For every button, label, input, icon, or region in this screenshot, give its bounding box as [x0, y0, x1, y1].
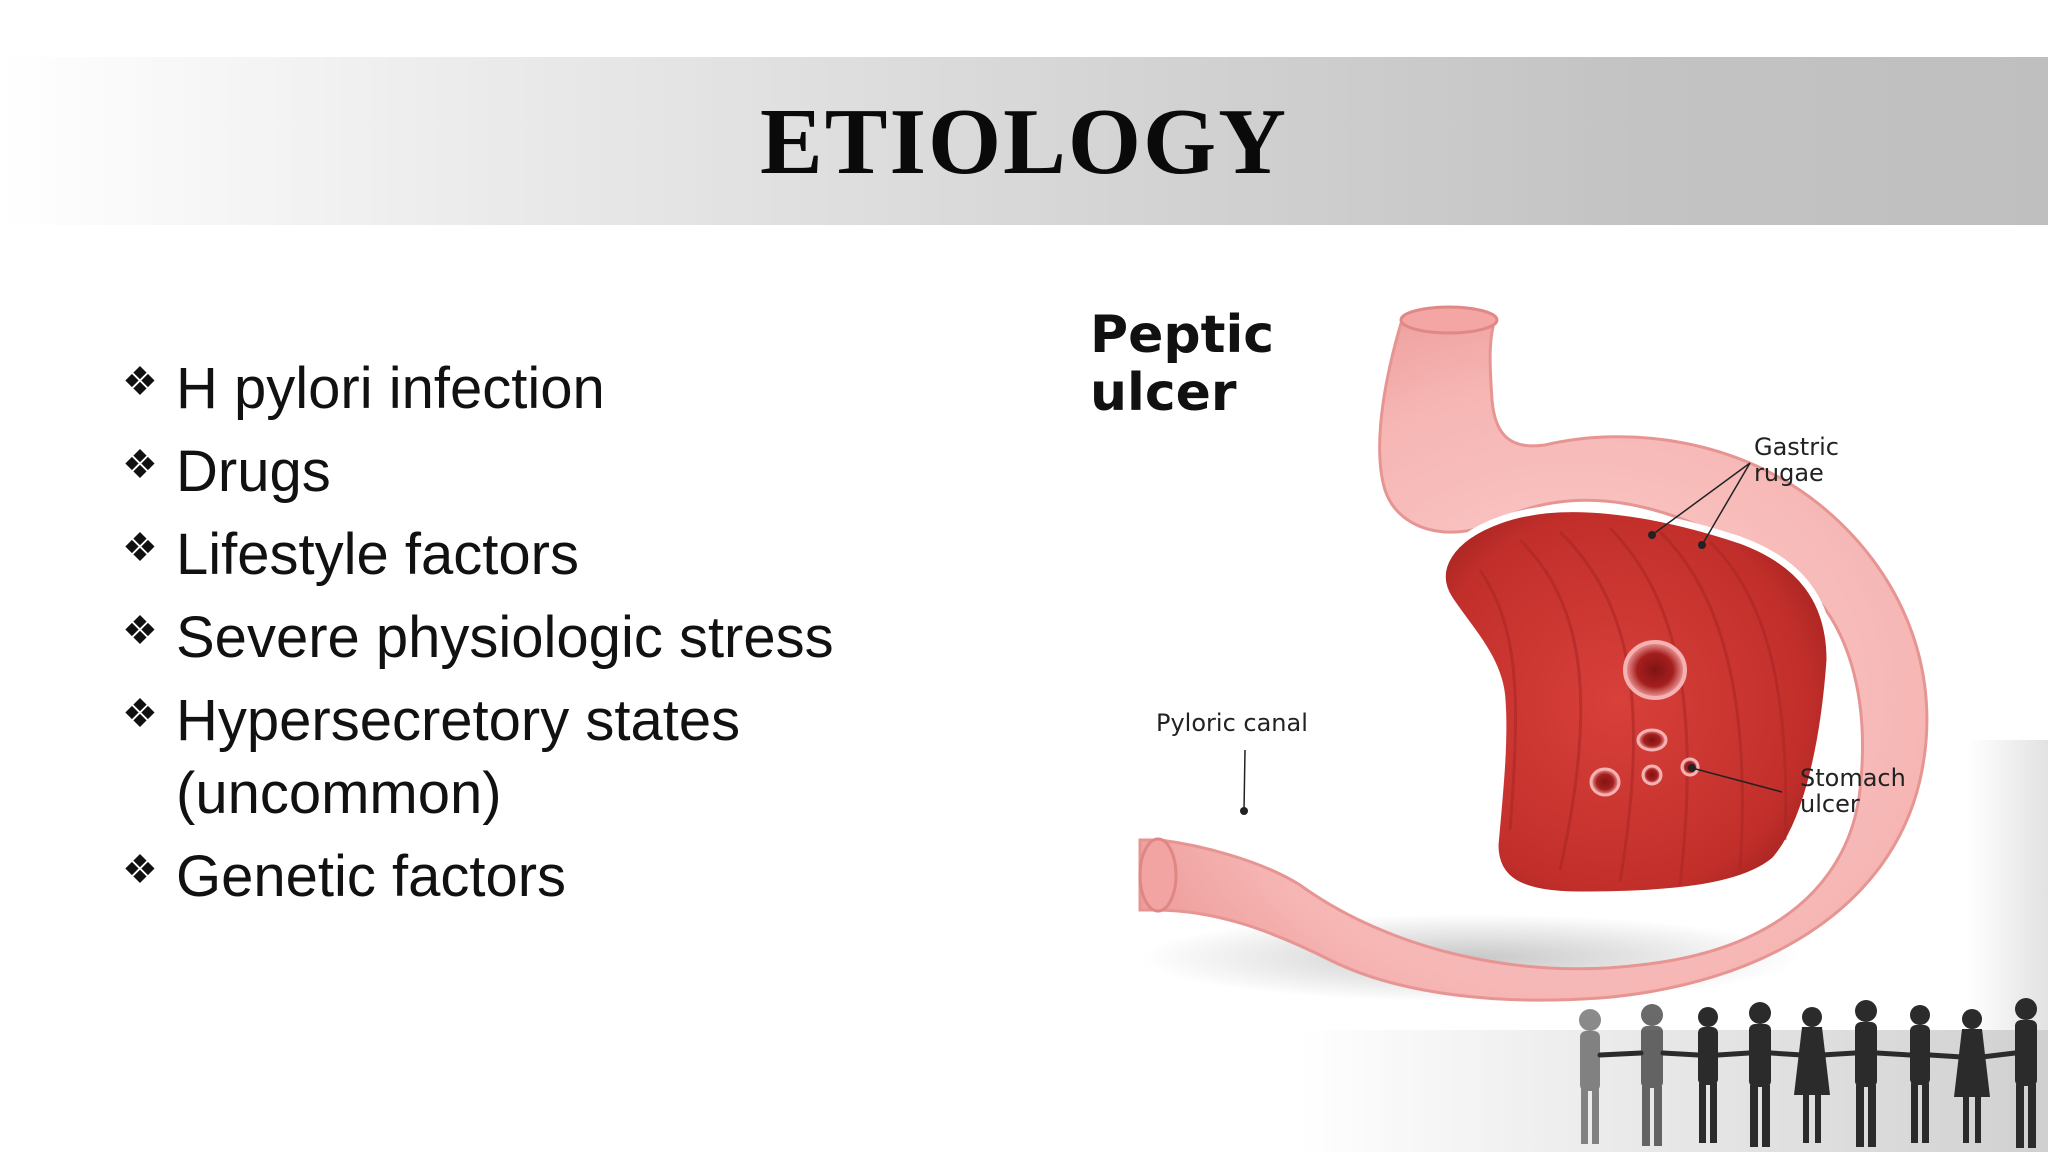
bullet-text: Genetic factors: [176, 844, 567, 909]
esophagus-opening: [1399, 305, 1499, 335]
leader-dot: [1240, 807, 1248, 815]
gastric-rugae-label: Gastric rugae: [1754, 433, 1839, 487]
four-diamond-bullet-icon: ❖: [122, 848, 158, 892]
figure-title: Peptic ulcer: [1090, 305, 1275, 423]
four-diamond-bullet-icon: ❖: [122, 443, 158, 487]
ulcer-small: [1636, 728, 1668, 752]
bullet-item: ❖ Hypersecretory states (uncommon): [120, 684, 940, 830]
four-diamond-bullet-icon: ❖: [122, 526, 158, 570]
ulcer-large: [1623, 640, 1687, 700]
bullet-item: ❖ Severe physiologic stress: [120, 601, 940, 674]
ulcer-tiny: [1641, 764, 1663, 786]
four-diamond-bullet-icon: ❖: [122, 692, 158, 736]
leader-dot: [1648, 531, 1656, 539]
bullet-text: Hypersecretory states (uncommon): [176, 688, 741, 826]
bullet-text: Severe physiologic stress: [176, 605, 834, 670]
bullet-item: ❖ Lifestyle factors: [120, 518, 940, 591]
bullet-text: H pylori infection: [176, 356, 605, 421]
bullet-text: Drugs: [176, 439, 331, 504]
leader-dot: [1688, 764, 1696, 772]
peptic-ulcer-figure: Peptic ulcer Gastric rugae Pyloric canal…: [1040, 270, 1980, 1040]
bullet-item: ❖ Genetic factors: [120, 840, 940, 913]
label-leader-lines: [1243, 462, 1783, 812]
ulcer-small: [1589, 767, 1621, 797]
pyloric-opening: [1138, 837, 1178, 913]
stomach-mucosa: [1438, 505, 1834, 899]
pyloric-canal-label: Pyloric canal: [1156, 709, 1308, 737]
bullet-text: Lifestyle factors: [176, 522, 579, 587]
slide-title: ETIOLOGY: [760, 90, 1288, 194]
business-people-holding-hands-icon: [1579, 998, 2037, 1148]
title-banner: [0, 57, 2048, 225]
stomach-ulcer-label: Stomach ulcer: [1800, 764, 1906, 818]
bullet-list: ❖ H pylori infection ❖ Drugs ❖ Lifestyle…: [120, 352, 940, 923]
stomach-illustration: [1138, 305, 1929, 1002]
four-diamond-bullet-icon: ❖: [122, 360, 158, 404]
bullet-item: ❖ Drugs: [120, 435, 940, 508]
four-diamond-bullet-icon: ❖: [122, 609, 158, 653]
leader-dot: [1698, 541, 1706, 549]
stomach-wall: [1138, 318, 1929, 1002]
bullet-item: ❖ H pylori infection: [120, 352, 940, 425]
